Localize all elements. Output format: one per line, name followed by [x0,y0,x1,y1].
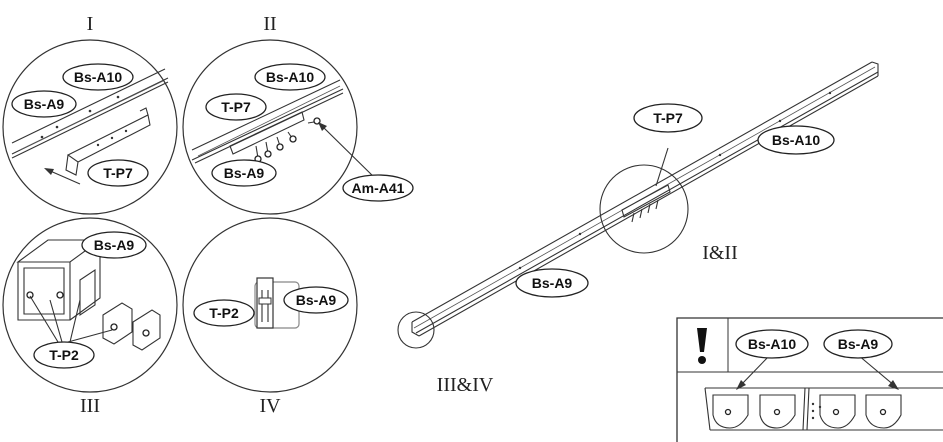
label-t-p7: T-P7 [653,110,683,126]
step-4-detail [182,217,358,393]
label-bs-a10: Bs-A10 [74,69,122,85]
label-bs-a9: Bs-A9 [296,292,337,308]
callout-bs-a9-main: Bs-A9 [515,268,589,298]
label-bs-a9: Bs-A9 [532,275,573,291]
callout-t-p2-step4: T-P2 [193,299,255,327]
label-bs-a10: Bs-A10 [266,69,314,85]
label-t-p7: T-P7 [221,99,251,115]
callout-bs-a9-note: Bs-A9 [823,329,893,359]
step-2-heading: II [263,13,276,35]
callout-t-p7-step1: T-P7 [87,159,149,187]
main-assembly-heading: I&II [702,242,738,264]
label-t-p7: T-P7 [103,165,133,181]
callout-bs-a10-note: Bs-A10 [735,329,809,359]
callout-bs-a10-main: Bs-A10 [757,125,835,155]
label-t-p2: T-P2 [209,305,239,321]
label-bs-a9: Bs-A9 [224,165,265,181]
callout-bs-a10-step1: Bs-A10 [62,63,134,91]
callout-t-p7-step2: T-P7 [205,93,267,121]
exclamation-icon [697,328,707,364]
main-rail-assembly [397,61,879,349]
label-am-a41: Am-A41 [352,180,405,196]
callout-bs-a9-step3: Bs-A9 [81,231,147,259]
step-4-heading: IV [259,395,281,417]
label-bs-a9: Bs-A9 [24,96,65,112]
callout-bs-a10-step2: Bs-A10 [254,63,326,91]
orientation-note [676,317,943,442]
end-detail-heading: III&IV [437,374,494,396]
label-bs-a9: Bs-A9 [838,336,879,352]
step-1-heading: I [87,13,94,35]
callout-t-p7-main: T-P7 [633,103,703,133]
callout-bs-a9-step2: Bs-A9 [211,159,277,187]
label-bs-a10: Bs-A10 [772,132,820,148]
label-bs-a10: Bs-A10 [748,336,796,352]
step-3-heading: III [80,395,100,417]
callout-bs-a9-step1: Bs-A9 [11,90,77,118]
label-bs-a9: Bs-A9 [94,237,135,253]
callout-bs-a9-step4: Bs-A9 [283,286,349,314]
callout-t-p2-step3: T-P2 [33,341,95,369]
callout-am-a41: Am-A41 [342,174,414,202]
label-t-p2: T-P2 [49,347,79,363]
